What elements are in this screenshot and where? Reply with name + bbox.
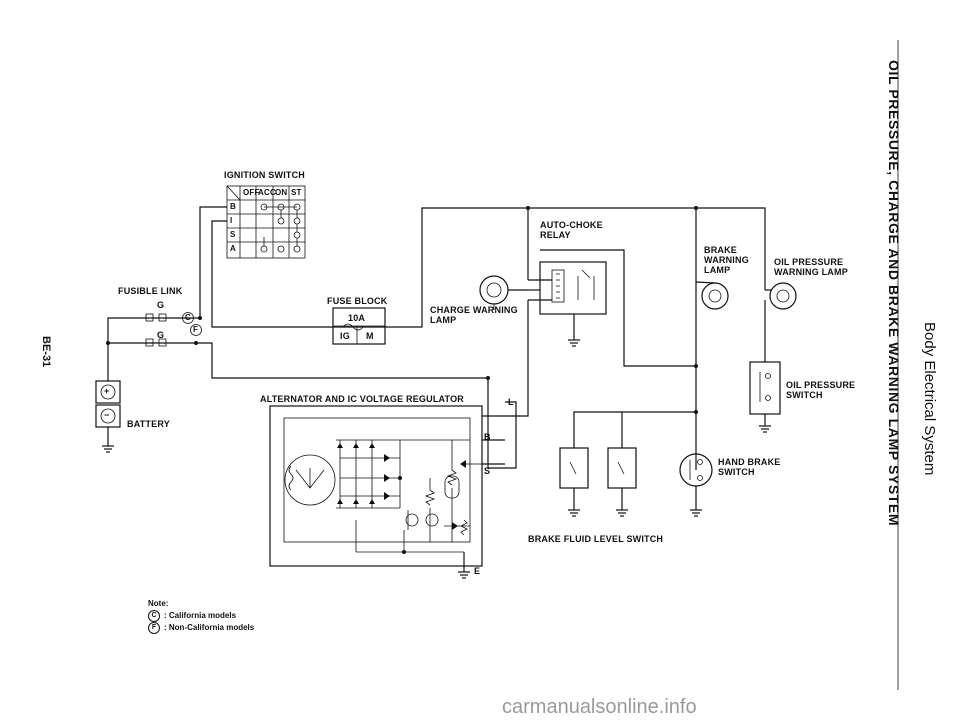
ignition-switch-table <box>226 185 306 259</box>
oil-pressure-switch-label: OIL PRESSURE SWITCH <box>786 380 856 400</box>
ign-row-b: B <box>230 202 236 211</box>
non-california-symbol-icon: F <box>148 622 160 634</box>
alternator-assembly <box>269 405 505 579</box>
fusible-link-g2: G <box>157 330 165 340</box>
note-item: C : California models <box>148 610 254 622</box>
brake-fluid-level-switch-label: BRAKE FLUID LEVEL SWITCH <box>528 534 664 544</box>
ign-col-off: OFF <box>243 188 260 197</box>
fuse-rating: 10A <box>348 313 366 323</box>
fusible-link-label: FUSIBLE LINK <box>118 286 183 296</box>
auto-choke-relay-label: AUTO-CHOKE RELAY <box>540 220 603 240</box>
terminal-l: L <box>508 397 514 407</box>
marker-c-text: C <box>185 313 191 322</box>
note-block: Note: C : California models F : Non-Cali… <box>148 598 254 634</box>
ign-row-a: A <box>230 244 236 253</box>
fuse-block-label: FUSE BLOCK <box>327 296 388 306</box>
non-california-marker-icon <box>190 324 202 336</box>
section-title: Body Electrical System <box>921 322 938 476</box>
note-item-text: : Non-California models <box>164 623 255 632</box>
ignition-switch-label: IGNITION SWITCH <box>224 170 305 180</box>
alternator-label: ALTERNATOR AND IC VOLTAGE REGULATOR <box>260 394 464 404</box>
battery-label: BATTERY <box>127 419 170 429</box>
fuse-ig: IG <box>340 331 350 341</box>
watermark: carmanualsonline.info <box>502 696 697 718</box>
hand-brake-switch-label: HAND BRAKE SWITCH <box>718 457 781 477</box>
charge-warning-lamp-label: CHARGE WARNING LAMP <box>430 305 518 325</box>
brake-warning-lamp-label: BRAKE WARNING LAMP <box>704 245 749 275</box>
fuse-m: M <box>366 331 374 341</box>
ign-row-s: S <box>230 230 236 239</box>
ign-col-st: ST <box>291 188 302 197</box>
terminal-s: S <box>484 466 491 476</box>
terminal-e: E <box>474 566 481 576</box>
wiring <box>95 206 797 517</box>
note-item: F : Non-California models <box>148 622 254 634</box>
oil-pressure-warning-lamp-label: OIL PRESSURE WARNING LAMP <box>774 257 848 277</box>
page-number: BE-31 <box>40 336 52 368</box>
terminal-b: B <box>484 432 491 442</box>
note-title: Note: <box>148 599 169 608</box>
ign-row-i: I <box>230 216 233 225</box>
note-item-text: : California models <box>164 611 237 620</box>
ign-col-on: ON <box>275 188 288 197</box>
fusible-link-g1: G <box>157 300 165 310</box>
california-marker-icon <box>182 312 194 324</box>
page-title: OIL PRESSURE, CHARGE AND BRAKE WARNING L… <box>886 60 902 527</box>
battery-plus: + <box>104 386 110 396</box>
ign-col-acc: ACC <box>258 188 276 197</box>
california-symbol-icon: C <box>148 610 160 622</box>
marker-f-text: F <box>193 325 199 334</box>
battery-minus: − <box>104 410 110 420</box>
